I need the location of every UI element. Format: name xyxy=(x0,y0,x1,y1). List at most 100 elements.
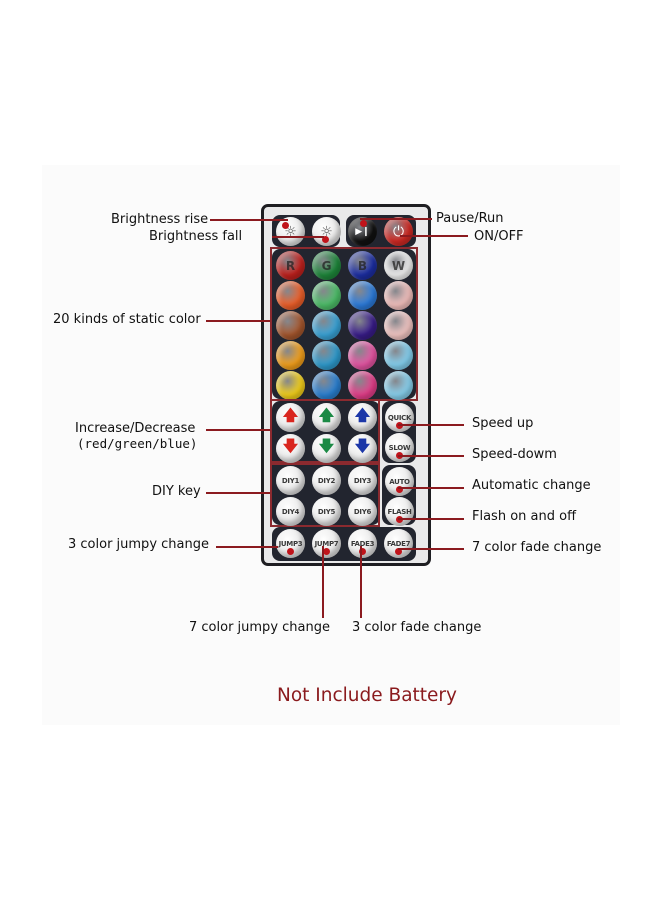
color-button[interactable] xyxy=(384,311,413,340)
diy-button[interactable]: DIY4 xyxy=(276,497,305,526)
mode-button-jump3[interactable]: JUMP3 xyxy=(276,529,305,558)
color-button[interactable] xyxy=(312,281,341,310)
arrow-down-icon: 🡇 xyxy=(318,437,335,455)
leader-brightness-fall xyxy=(272,236,324,238)
button-label: AUTO xyxy=(389,477,410,486)
button-label: SLOW xyxy=(388,443,411,452)
button-label: B xyxy=(357,258,368,273)
blue-decrease-button[interactable]: 🡇 xyxy=(348,434,377,463)
leader-on-off xyxy=(400,235,468,237)
label-brightness-rise: Brightness rise xyxy=(111,212,209,227)
diy-button[interactable]: DIY5 xyxy=(312,497,341,526)
color-button[interactable] xyxy=(276,311,305,340)
leader-speed-up xyxy=(398,424,464,426)
button-label: W xyxy=(391,258,406,273)
leader-fade7 xyxy=(398,548,464,550)
color-button[interactable]: G xyxy=(312,251,341,280)
color-button[interactable] xyxy=(312,311,341,340)
label-on-off: ON/OFF xyxy=(474,229,524,244)
diy-button[interactable]: DIY6 xyxy=(348,497,377,526)
leader-flash xyxy=(398,518,464,520)
color-button[interactable] xyxy=(348,341,377,370)
color-button[interactable] xyxy=(384,371,413,400)
blue-increase-button[interactable]: 🡅 xyxy=(348,403,377,432)
label-speed-down: Speed-dowm xyxy=(472,447,557,462)
mode-button-slow[interactable]: SLOW xyxy=(385,433,414,462)
arrow-up-icon: 🡅 xyxy=(318,406,335,424)
callout-dot xyxy=(359,548,366,555)
button-label: R xyxy=(285,258,296,273)
label-speed-up: Speed up xyxy=(472,416,534,431)
color-button[interactable] xyxy=(348,311,377,340)
mode-button-flash[interactable]: FLASH xyxy=(385,497,414,526)
label-static-color: 20 kinds of static color xyxy=(53,312,201,327)
color-button[interactable] xyxy=(312,371,341,400)
leader-pause-run xyxy=(360,218,432,220)
red-increase-button[interactable]: 🡅 xyxy=(276,403,305,432)
brightness-rise-button[interactable]: ☼ xyxy=(276,217,305,246)
color-button[interactable]: B xyxy=(348,251,377,280)
button-label: QUICK xyxy=(387,413,412,422)
label-pause-run: Pause/Run xyxy=(436,211,504,226)
on-off-button[interactable]: ⏻ xyxy=(384,217,413,246)
label-jumpy7: 7 color jumpy change xyxy=(189,620,330,635)
mode-button-fade3[interactable]: FADE3 xyxy=(348,529,377,558)
pause-run-button[interactable]: ▶❙ xyxy=(348,217,377,246)
green-increase-button[interactable]: 🡅 xyxy=(312,403,341,432)
callout-dot xyxy=(323,548,330,555)
button-label: JUMP7 xyxy=(314,539,339,548)
button-label: DIY2 xyxy=(317,476,336,485)
color-button[interactable]: W xyxy=(384,251,413,280)
color-button[interactable] xyxy=(348,371,377,400)
leader-static-color xyxy=(206,320,270,322)
arrow-down-icon: 🡇 xyxy=(354,437,371,455)
label-fade7: 7 color fade change xyxy=(472,540,602,555)
sun-down-icon: ☼ xyxy=(320,223,333,240)
green-decrease-button[interactable]: 🡇 xyxy=(312,434,341,463)
color-button[interactable] xyxy=(348,281,377,310)
mode-button-auto[interactable]: AUTO xyxy=(385,467,414,496)
red-decrease-button[interactable]: 🡇 xyxy=(276,434,305,463)
label-fade3: 3 color fade change xyxy=(352,620,482,635)
color-button[interactable] xyxy=(384,281,413,310)
label-auto: Automatic change xyxy=(472,478,591,493)
button-label: FADE7 xyxy=(386,539,411,548)
leader-fade3 xyxy=(360,546,362,618)
button-label: DIY5 xyxy=(317,507,336,516)
label-flash: Flash on and off xyxy=(472,509,577,524)
mode-button-fade7[interactable]: FADE7 xyxy=(384,529,413,558)
brightness-fall-button[interactable]: ☼ xyxy=(312,217,341,246)
leader-jumpy7 xyxy=(322,546,324,618)
diy-button[interactable]: DIY3 xyxy=(348,466,377,495)
callout-dot xyxy=(282,222,289,229)
label-jumpy3: 3 color jumpy change xyxy=(68,537,209,552)
callout-dot xyxy=(360,220,367,227)
diy-button[interactable]: DIY1 xyxy=(276,466,305,495)
diy-outline xyxy=(270,463,380,527)
color-button[interactable] xyxy=(312,341,341,370)
mode-button-quick[interactable]: QUICK xyxy=(385,403,414,432)
label-diy-key: DIY key xyxy=(152,484,201,499)
diy-button[interactable]: DIY2 xyxy=(312,466,341,495)
button-label: JUMP3 xyxy=(278,539,303,548)
label-rgb: (red/green/blue) xyxy=(77,436,198,451)
arrow-up-icon: 🡅 xyxy=(354,406,371,424)
color-button[interactable] xyxy=(276,371,305,400)
button-label: DIY6 xyxy=(353,507,372,516)
color-button[interactable] xyxy=(276,341,305,370)
button-label: DIY1 xyxy=(281,476,300,485)
label-increase-decrease: Increase/Decrease xyxy=(75,421,196,436)
arrow-up-icon: 🡅 xyxy=(282,406,299,424)
leader-jumpy3 xyxy=(216,546,278,548)
play-pause-icon: ▶❙ xyxy=(355,226,370,237)
leader-diy xyxy=(206,492,270,494)
mode-button-jump7[interactable]: JUMP7 xyxy=(312,529,341,558)
label-brightness-fall: Brightness fall xyxy=(149,229,243,244)
color-button[interactable] xyxy=(276,281,305,310)
color-button[interactable]: R xyxy=(276,251,305,280)
button-label: FADE3 xyxy=(350,539,375,548)
leader-auto xyxy=(398,487,464,489)
leader-brightness-rise xyxy=(210,219,288,221)
color-button[interactable] xyxy=(384,341,413,370)
